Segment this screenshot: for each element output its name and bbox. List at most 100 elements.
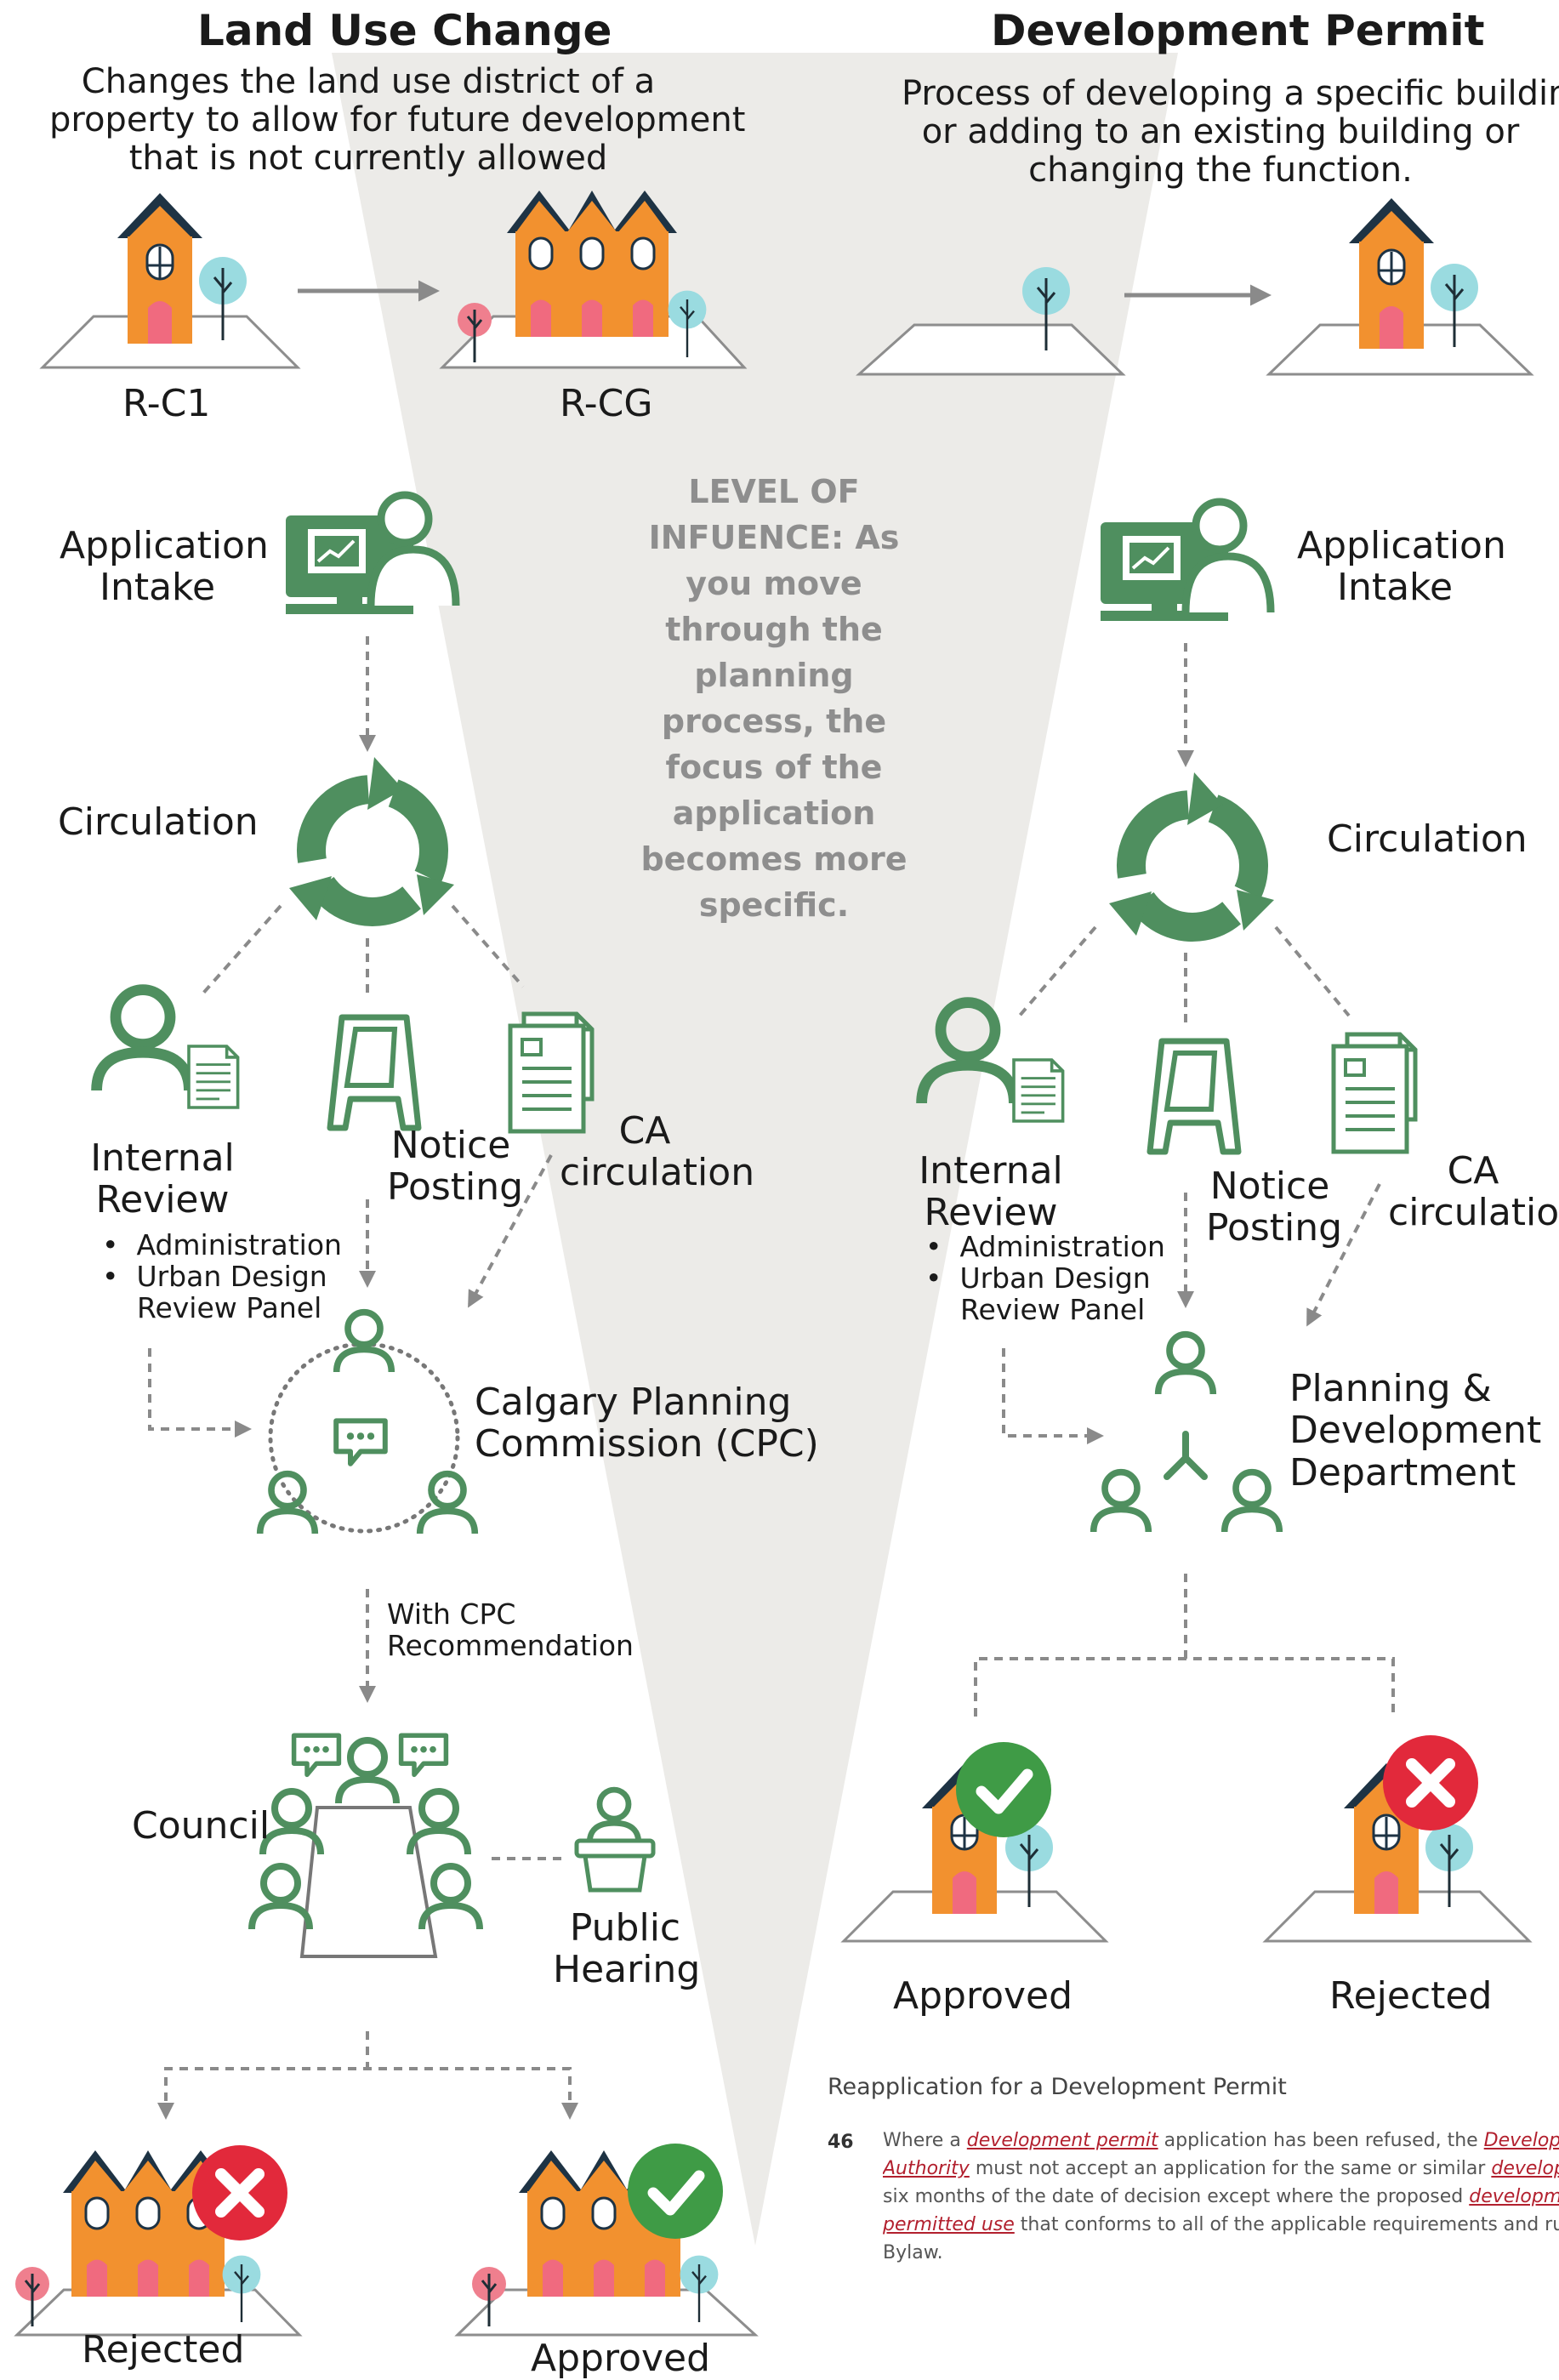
right-ca-documents-icon: [1334, 1034, 1415, 1152]
left-internal-review-list: • Administration • Urban Design Review P…: [102, 1228, 342, 1324]
bylaw-text: Where a: [883, 2130, 967, 2151]
left-notice-posting-label: Notice Posting: [387, 1124, 524, 1210]
bylaw-term-link[interactable]: Authority: [883, 2158, 970, 2179]
public-hearing-label-line: Public: [569, 1906, 681, 1950]
bylaw-text: must not accept an application for the s…: [969, 2158, 1492, 2179]
right-ca-circulation-label: CA circulation: [1388, 1149, 1559, 1235]
left-ca-circulation-label: CA circulation: [560, 1109, 755, 1195]
from-district-label: R-C1: [122, 382, 211, 425]
bylaw-term-link[interactable]: development permit: [966, 2130, 1158, 2151]
right-internal-review-label: Internal Review: [910, 1150, 1072, 1234]
level-of-influence-funnel: [332, 53, 1178, 2246]
bylaw-text: that conforms to all of the applicable r…: [1020, 2214, 1559, 2235]
left-description-line: Changes the land use district of a: [81, 62, 656, 101]
right-ca-label-line: circulation: [1388, 1191, 1559, 1235]
left-circulation-icon: [289, 757, 454, 929]
left-review-item: • Administration: [102, 1228, 342, 1261]
left-approved-house-icon: [454, 2144, 759, 2337]
left-cpc-group-icon: [260, 1312, 475, 1534]
left-notice-sign-icon: [330, 1017, 418, 1128]
bylaw-line: six months of the date of decision excep…: [883, 2183, 1559, 2211]
with-cpc-label-line: Recommendation: [387, 1628, 634, 1662]
bylaw-line: Where a development permit application h…: [883, 2127, 1559, 2155]
left-ca-label-line: circulation: [560, 1151, 755, 1195]
left-review-item: • Urban Design: [102, 1259, 327, 1293]
cpc-label: Calgary Planning Commission (CPC): [475, 1381, 819, 1466]
bylaw-body: Where a development permit application h…: [883, 2127, 1559, 2267]
left-internal-review-label-line: Internal: [90, 1136, 235, 1180]
right-review-item: Review Panel: [960, 1292, 1146, 1326]
left-intake-label: Application Intake: [60, 525, 269, 609]
right-review-item: • Administration: [925, 1230, 1165, 1263]
with-cpc-label: With CPC Recommendation: [387, 1597, 634, 1662]
council-table-icon: [252, 1735, 480, 1958]
right-review-item-text: Urban Design: [959, 1261, 1151, 1295]
right-notice-posting-label: Notice Posting: [1206, 1164, 1343, 1250]
left-approved-label: Approved: [531, 2337, 711, 2380]
bylaw-line: Authority must not accept an application…: [883, 2155, 1559, 2183]
bylaw-term-link[interactable]: development: [1491, 2158, 1559, 2179]
right-notice-label-line: Posting: [1206, 1206, 1343, 1250]
cpc-label-line: Commission (CPC): [475, 1422, 819, 1466]
left-rejected-label: Rejected: [82, 2328, 245, 2371]
right-intake-label-line: Application: [1297, 524, 1506, 567]
bylaw-text: application has been refused, the: [1158, 2130, 1484, 2151]
right-intake-label-line: Intake: [1336, 566, 1454, 610]
bylaw-text: six months of the date of decision excep…: [883, 2186, 1470, 2207]
department-label-line: Planning &: [1289, 1367, 1492, 1410]
planning-department-group-icon: [1094, 1335, 1280, 1532]
to-district-label: R-CG: [560, 382, 653, 425]
level-of-influence-text: LEVEL OF INFUENCE: As you move through t…: [640, 473, 908, 924]
right-approved-label: Approved: [893, 1974, 1073, 2018]
left-description-line: property to allow for future development: [49, 100, 746, 139]
right-description: Process of developing a specific buildin…: [902, 74, 1559, 190]
bylaw-term-link[interactable]: development: [1469, 2186, 1559, 2207]
left-title: Land Use Change: [197, 6, 612, 55]
bylaw-line: Bylaw.: [883, 2239, 1559, 2267]
left-circulation-label: Circulation: [58, 800, 259, 844]
right-internal-review-label-line: Review: [924, 1191, 1058, 1235]
with-cpc-label-line: With CPC: [387, 1597, 516, 1631]
right-review-item-text: Administration: [959, 1230, 1165, 1263]
left-description-line: that is not currently allowed: [128, 138, 608, 178]
right-description-line: changing the function.: [1028, 150, 1413, 190]
right-circulation-label: Circulation: [1327, 817, 1528, 861]
developed-lot-icon: [1266, 196, 1534, 376]
right-rejected-house-icon: [1262, 1735, 1533, 1943]
right-description-line: or adding to an existing building or: [921, 111, 1520, 151]
public-hearing-label: Public Hearing: [553, 1906, 700, 1991]
left-internal-review-label-line: Review: [95, 1178, 230, 1222]
r-cg-house-icon: [439, 189, 748, 369]
right-internal-review-label-line: Internal: [919, 1149, 1063, 1193]
right-notice-sign-icon: [1150, 1041, 1238, 1152]
bylaw-term-link[interactable]: Development: [1483, 2130, 1559, 2151]
right-intake-label: Application Intake: [1297, 524, 1506, 610]
bylaw-section-number: 46: [828, 2132, 854, 2153]
department-label-line: Development: [1289, 1409, 1542, 1453]
left-notice-label-line: Notice: [390, 1124, 511, 1167]
right-internal-review-list: • Administration • Urban Design Review P…: [925, 1230, 1165, 1326]
bylaw-heading: Reapplication for a Development Permit: [828, 2074, 1287, 2100]
left-internal-review-label: Internal Review: [82, 1137, 243, 1221]
right-intake-computer-icon: [1101, 502, 1271, 621]
r-c1-house-icon: [39, 191, 301, 369]
left-rejected-house-icon: [14, 2145, 303, 2337]
bylaw-term-link[interactable]: permitted use: [883, 2214, 1015, 2235]
empty-lot-icon: [856, 265, 1126, 376]
left-description: Changes the land use district of a prope…: [49, 62, 746, 178]
public-hearing-podium-icon: [574, 1790, 656, 1893]
left-review-item-text: Administration: [136, 1228, 342, 1261]
right-notice-label-line: Notice: [1209, 1164, 1330, 1208]
left-ca-label-line: CA: [618, 1109, 671, 1153]
council-label: Council: [132, 1804, 270, 1848]
cpc-label-line: Calgary Planning: [475, 1381, 792, 1424]
right-approved-house-icon: [840, 1742, 1109, 1943]
right-ca-label-line: CA: [1447, 1149, 1499, 1193]
right-review-item: • Urban Design: [925, 1261, 1151, 1295]
left-intake-computer-icon: [286, 495, 456, 614]
left-review-item-text: Urban Design: [136, 1259, 327, 1293]
left-notice-label-line: Posting: [387, 1165, 524, 1210]
right-description-line: Process of developing a specific buildin…: [902, 74, 1559, 113]
